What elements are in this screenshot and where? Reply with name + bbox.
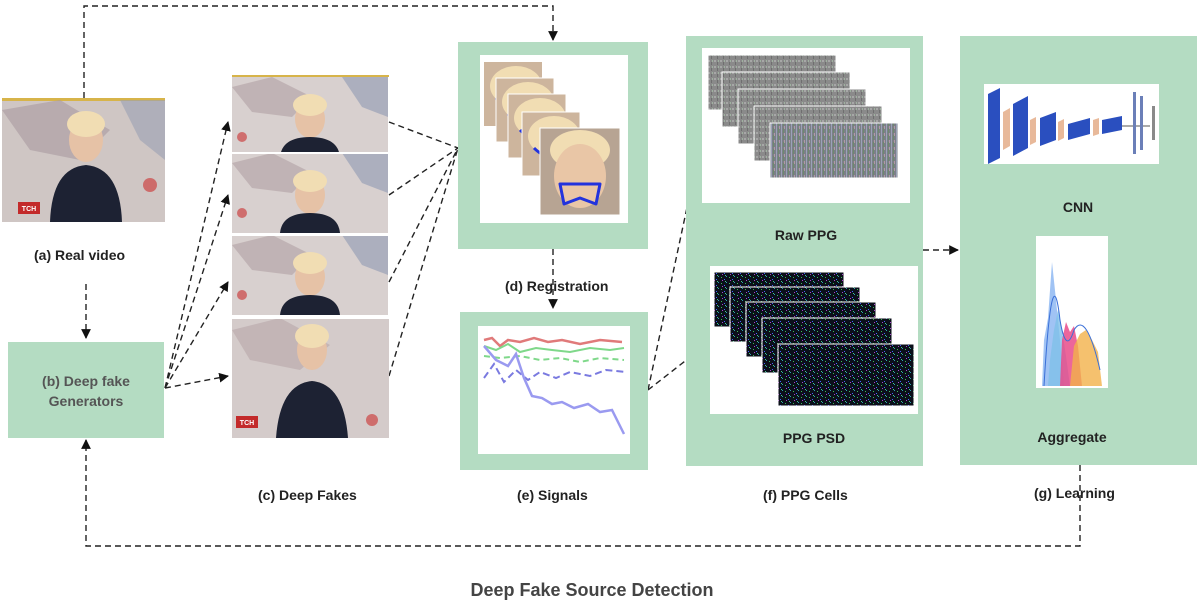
generators-label-1: (b) Deep fake	[42, 373, 130, 389]
registration-label: (d) Registration	[505, 278, 608, 294]
real-video-label: (a) Real video	[34, 247, 125, 263]
learning-label: (g) Learning	[1034, 485, 1115, 501]
cnn-label: CNN	[1063, 199, 1093, 215]
real-video-frame: TCH	[2, 98, 165, 222]
deep-fake-frame	[232, 77, 388, 157]
aggregate-label: Aggregate	[1037, 429, 1106, 445]
deep-fake-frame	[232, 153, 388, 233]
deep-fakes-label: (c) Deep Fakes	[258, 487, 357, 503]
deep-fake-frames: TCH	[232, 75, 389, 438]
diagram-title: Deep Fake Source Detection	[470, 580, 713, 600]
registration-face-stack	[484, 62, 621, 216]
deep-fake-frame	[232, 235, 388, 315]
signals-label: (e) Signals	[517, 487, 588, 503]
cnn-architecture	[988, 88, 1155, 164]
generators-box	[8, 342, 164, 438]
raw-ppg-stack	[707, 54, 899, 179]
aggregate-histogram	[1042, 262, 1102, 387]
raw-ppg-label: Raw PPG	[775, 227, 837, 243]
signal-plot	[483, 336, 627, 435]
tv-logo: TCH	[22, 206, 36, 213]
generators-label-2: Generators	[49, 393, 124, 409]
tv-logo: TCH	[240, 420, 254, 427]
ppg-cells-label: (f) PPG Cells	[763, 487, 848, 503]
connector-lines	[81, 5, 1081, 547]
ppg-psd-label: PPG PSD	[783, 430, 845, 446]
deep-fake-frame: TCH	[232, 318, 389, 438]
ppg-psd-stack	[713, 271, 915, 407]
